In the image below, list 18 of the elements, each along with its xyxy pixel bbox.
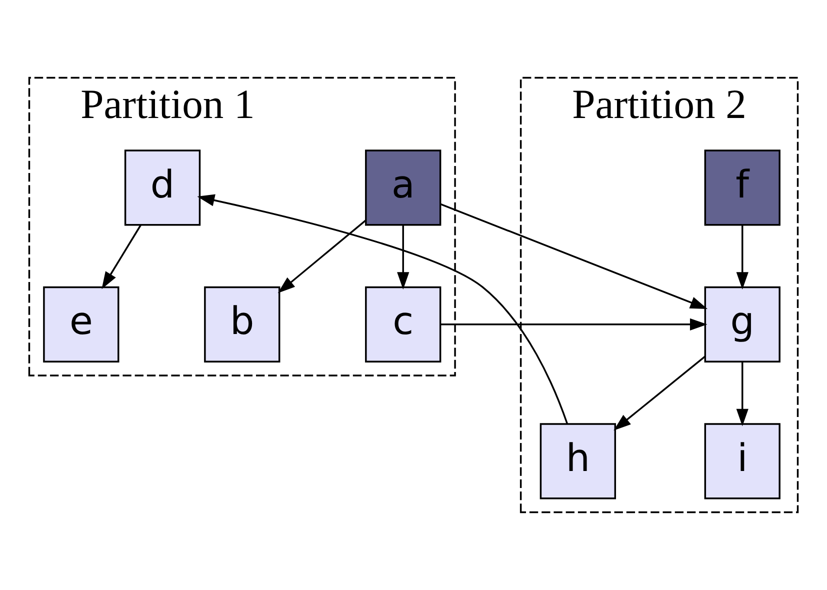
node-box: b xyxy=(204,286,280,362)
node-box: i xyxy=(704,423,780,500)
arrow xyxy=(736,225,748,290)
arrow xyxy=(197,194,568,424)
arrow xyxy=(102,224,142,290)
arrow xyxy=(440,203,708,309)
node-box: a xyxy=(365,150,442,226)
arrow xyxy=(440,318,708,330)
arrow xyxy=(614,356,706,430)
node-box: e xyxy=(43,286,120,362)
node-box: h xyxy=(540,423,616,500)
node-box: d xyxy=(124,150,201,226)
node-box: c xyxy=(365,286,442,362)
arrow xyxy=(278,220,366,294)
node-box: g xyxy=(704,286,780,362)
arrow xyxy=(397,225,410,290)
node-box: f xyxy=(704,150,780,226)
arrow xyxy=(736,362,748,426)
